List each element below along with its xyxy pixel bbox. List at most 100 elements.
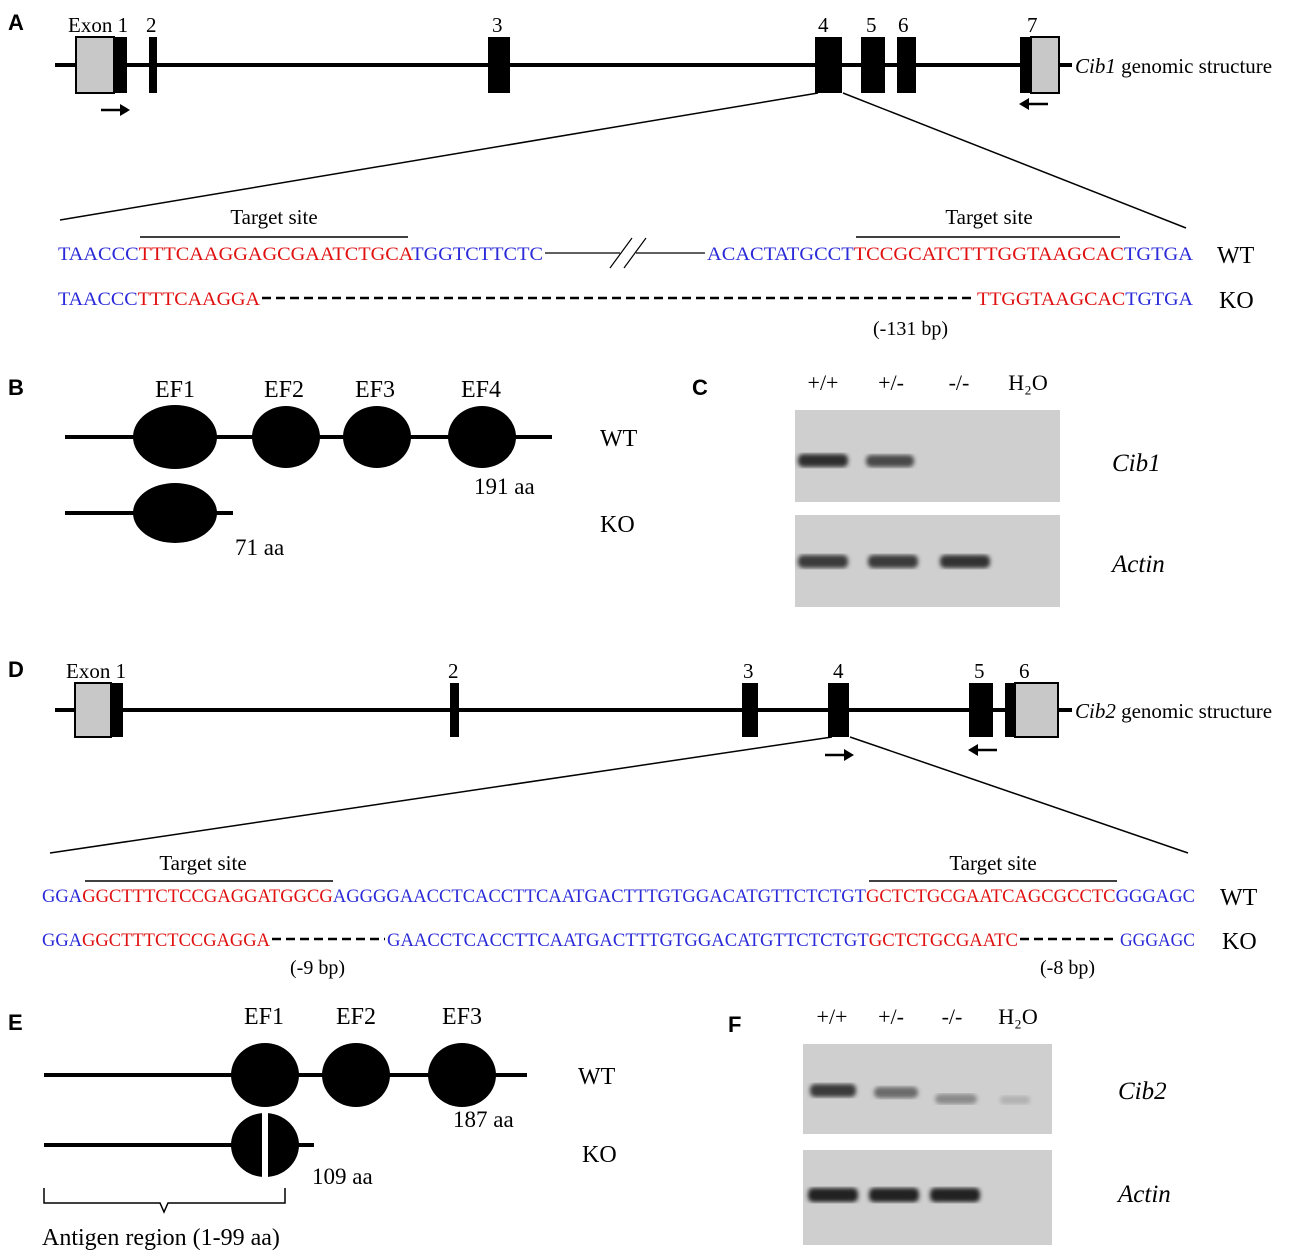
target-site-label: Target site — [945, 205, 1032, 229]
ef-hand-domain — [448, 406, 516, 468]
ef-hand-domain — [133, 483, 217, 543]
exon-6 — [897, 37, 916, 93]
exon-3 — [742, 683, 758, 737]
gel-band — [869, 1188, 919, 1202]
panel-label-d: D — [8, 657, 24, 682]
lane-label: H₂O — [998, 1004, 1037, 1029]
forward-primer-arrow-icon — [825, 749, 854, 761]
exon-label: 3 — [743, 659, 754, 683]
zoom-line-right — [849, 736, 1189, 854]
wt-label: WT — [600, 426, 638, 452]
cib1-ko-protein — [65, 483, 233, 543]
gene-structure-title: Cib2 genomic structure — [1075, 699, 1272, 723]
gel-band — [798, 555, 848, 568]
panel-label-f: F — [728, 1012, 741, 1037]
exon-1 — [111, 683, 123, 737]
gel-band — [940, 555, 990, 568]
gel-band — [810, 1084, 856, 1097]
cib2-wt-sequence: GGAGGCTTTCTCCGAGGATGGCGAGGGGAACCTCACCTTC… — [42, 886, 1195, 907]
target-site-label: Target site — [230, 205, 317, 229]
ef-hand-domain — [343, 406, 411, 468]
break-mark-icon — [609, 237, 633, 269]
ef-hand-domain — [252, 406, 320, 468]
gel-band — [798, 454, 848, 467]
panel-label-c: C — [692, 375, 708, 400]
ko-label: KO — [1222, 929, 1257, 955]
lane-label: -/- — [949, 370, 970, 395]
exon-7-utr — [1030, 36, 1060, 94]
lane-label: +/- — [878, 1004, 904, 1029]
deletion-size: (-131 bp) — [873, 318, 948, 340]
ko-protein-length: 109 aa — [312, 1164, 373, 1189]
exon-2 — [450, 683, 459, 737]
exon-label: 4 — [818, 13, 829, 37]
target-site-label: Target site — [159, 851, 246, 875]
wt-protein-length: 187 aa — [453, 1107, 514, 1132]
ko-protein-length: 71 aa — [235, 535, 284, 560]
exon-label: 4 — [833, 659, 844, 683]
exon-label: 3 — [492, 13, 503, 37]
cib2-ko-protein — [44, 1110, 314, 1180]
exon-2 — [149, 37, 157, 93]
cib1-wt-protein — [65, 405, 552, 469]
gel-band — [930, 1188, 980, 1202]
exon-7 — [1020, 37, 1031, 93]
exon-label: Exon 1 — [68, 13, 128, 37]
cib2-ko-sequence-left: GGAGGCTTTCTCCGAGGA — [42, 930, 270, 951]
exon-6 — [1005, 683, 1015, 737]
domain-label: EF1 — [155, 377, 195, 403]
antigen-region-label: Antigen region (1-99 aa) — [42, 1225, 280, 1251]
lane-label: +/- — [878, 370, 904, 395]
exon-5 — [969, 683, 993, 737]
forward-primer-arrow-icon — [101, 104, 130, 116]
gel-band — [866, 455, 914, 467]
exon-1-utr — [74, 682, 112, 738]
gel-band — [808, 1188, 858, 1202]
actin-gel-c — [795, 515, 1060, 607]
exon-label: 5 — [974, 659, 985, 683]
domain-label: EF2 — [264, 377, 304, 403]
cib2-ko-sequence-middle: GAACCTCACCTTCAATGACTTTGTGGACATGTTCTCTGTG… — [387, 930, 1018, 951]
zoom-line-left — [59, 92, 819, 221]
lane-label: +/+ — [817, 1004, 848, 1029]
domain-label: EF3 — [442, 1004, 482, 1030]
exon-label: 6 — [898, 13, 909, 37]
exon-label: 5 — [866, 13, 877, 37]
gel-label: Cib2 — [1118, 1078, 1167, 1105]
exon-label: Exon 1 — [66, 659, 126, 683]
reverse-primer-arrow-icon — [1019, 98, 1048, 110]
panel-label-e: E — [8, 1010, 23, 1035]
domain-label: EF4 — [461, 377, 501, 403]
deletion-size: (-9 bp) — [290, 957, 345, 979]
ko-label: KO — [600, 512, 635, 538]
exon-4 — [815, 37, 842, 93]
exon-1 — [114, 37, 127, 93]
domain-label: EF1 — [244, 1004, 284, 1030]
deletion-size: (-8 bp) — [1040, 957, 1095, 979]
ko-label: KO — [582, 1142, 617, 1168]
exon-1-utr — [75, 36, 115, 94]
gel-label: Cib1 — [1112, 450, 1161, 477]
gel-band — [874, 1087, 918, 1098]
antigen-bracket — [43, 1188, 286, 1214]
zoom-line-right — [842, 92, 1187, 229]
lane-label: H₂O — [1008, 370, 1047, 395]
wt-label: WT — [1220, 885, 1258, 911]
cib1-gene-structure — [55, 36, 1072, 94]
exon-5 — [861, 37, 885, 93]
gene-structure-title: Cib1 genomic structure — [1075, 54, 1272, 78]
lane-label: -/- — [942, 1004, 963, 1029]
wt-label: WT — [1217, 243, 1255, 269]
wt-protein-length: 191 aa — [474, 474, 535, 499]
actin-gel-f — [803, 1150, 1052, 1245]
exon-label: 2 — [146, 13, 157, 37]
ef-hand-domain — [133, 405, 217, 469]
ef-hand-domain — [322, 1043, 390, 1107]
ko-label: KO — [1219, 288, 1254, 314]
exon-3 — [488, 37, 510, 93]
panel-label-a: A — [8, 10, 24, 35]
